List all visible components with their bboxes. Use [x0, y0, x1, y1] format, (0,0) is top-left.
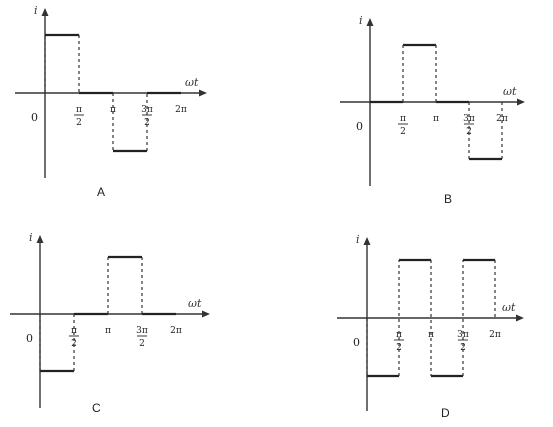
y-axis-arrow	[366, 18, 374, 26]
tick-numerator: π	[76, 105, 82, 115]
panel-letter: D	[441, 406, 450, 420]
origin-label: 0	[353, 336, 360, 349]
y-axis-label: i	[359, 14, 363, 27]
tick-label: 3π2	[136, 326, 148, 349]
x-axis-label: ωt	[188, 297, 202, 310]
tick-label: π	[105, 326, 111, 336]
tick-denominator: 2	[139, 339, 145, 349]
origin-label: 0	[31, 111, 38, 124]
tick-label: 2π	[170, 326, 182, 336]
tick-numerator: 3π	[463, 114, 475, 124]
tick-label: 3π2	[457, 330, 469, 353]
tick-label: π	[433, 114, 439, 124]
tick-numerator: π	[400, 114, 406, 124]
tick-label: π2	[69, 326, 79, 349]
tick-label: 2π	[489, 330, 501, 340]
tick-denominator: 2	[71, 339, 77, 349]
tick-denominator: 2	[460, 343, 466, 353]
tick-numerator: π	[110, 105, 116, 115]
tick-label: 3π2	[141, 105, 153, 128]
tick-numerator: 2π	[175, 105, 187, 115]
tick-label: π2	[394, 330, 404, 353]
y-axis-arrow	[41, 8, 49, 16]
panel-letter: B	[444, 192, 452, 206]
tick-label: π2	[398, 114, 408, 137]
x-axis-arrow	[199, 89, 207, 97]
tick-denominator: 2	[396, 343, 402, 353]
tick-label: π2	[74, 105, 84, 128]
tick-numerator: π	[396, 330, 402, 340]
tick-numerator: π	[428, 330, 434, 340]
x-axis-label: ωt	[502, 301, 516, 314]
y-axis-label: i	[356, 233, 360, 246]
x-axis-arrow	[516, 314, 524, 322]
x-axis-label: ωt	[185, 76, 199, 89]
y-axis-arrow	[36, 235, 44, 243]
tick-numerator: 2π	[489, 330, 501, 340]
tick-numerator: 2π	[170, 326, 182, 336]
origin-label: 0	[26, 332, 33, 345]
tick-denominator: 2	[144, 118, 150, 128]
y-axis-label: i	[34, 4, 38, 17]
tick-numerator: 3π	[136, 326, 148, 336]
tick-numerator: 2π	[496, 114, 508, 124]
x-axis-arrow	[202, 310, 210, 318]
y-axis-arrow	[363, 237, 371, 245]
x-axis-arrow	[517, 98, 525, 106]
tick-label: π	[428, 330, 434, 340]
tick-numerator: 3π	[457, 330, 469, 340]
panel-letter: A	[97, 185, 105, 199]
tick-denominator: 2	[400, 127, 406, 137]
tick-numerator: π	[105, 326, 111, 336]
origin-label: 0	[356, 120, 363, 133]
tick-numerator: 3π	[141, 105, 153, 115]
tick-denominator: 2	[466, 127, 472, 137]
tick-label: 2π	[175, 105, 187, 115]
tick-numerator: π	[433, 114, 439, 124]
tick-denominator: 2	[76, 118, 82, 128]
tick-label: π	[110, 105, 116, 115]
tick-label: 3π2	[463, 114, 475, 137]
panel-letter: C	[92, 401, 101, 415]
tick-label: 2π	[496, 114, 508, 124]
y-axis-label: i	[29, 231, 33, 244]
tick-numerator: π	[71, 326, 77, 336]
x-axis-label: ωt	[503, 85, 517, 98]
